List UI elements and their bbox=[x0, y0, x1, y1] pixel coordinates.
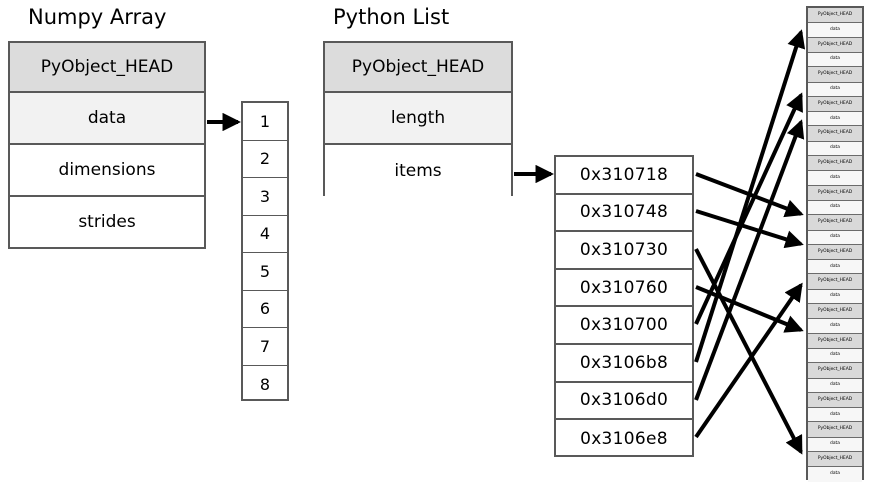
buffer-cell: 8 bbox=[259, 374, 271, 394]
pyobject-data-row: data bbox=[808, 82, 862, 97]
pointer-address-row: 0x3106e8 bbox=[580, 428, 668, 449]
buffer-cell: 2 bbox=[243, 141, 287, 178]
pyobject-data-row: data bbox=[808, 408, 862, 423]
pyobject-head-row: PyObject_HEAD bbox=[808, 155, 862, 172]
pylist-field-pyobject_head: PyObject_HEAD bbox=[325, 43, 511, 93]
pyobject-head-row: PyObject_HEAD bbox=[808, 303, 862, 320]
buffer-cell: 1 bbox=[243, 103, 287, 141]
pyobject-head-row: PyObject_HEAD bbox=[808, 274, 862, 290]
pyobject-head-row: PyObject_HEAD bbox=[808, 215, 862, 231]
pyobject-data-row: data bbox=[808, 23, 862, 38]
numpy-field-pyobject_head: PyObject_HEAD bbox=[10, 43, 204, 93]
numpy-field-dimensions: dimensions bbox=[10, 145, 204, 197]
pyobject-data-row: data bbox=[808, 437, 862, 452]
ptr-0-to-obj bbox=[695, 172, 804, 218]
ptr-2-to-obj bbox=[694, 248, 803, 455]
buffer-cell: 6 bbox=[243, 291, 287, 328]
pyobject-data-row: data bbox=[808, 348, 862, 364]
numpy-array-title: Numpy Array bbox=[28, 5, 167, 29]
pyobject-data-row: data bbox=[808, 171, 862, 186]
ptr-5-to-obj bbox=[694, 29, 806, 363]
ptr-6-to-obj bbox=[694, 119, 805, 401]
pylist-field-items: items bbox=[325, 145, 511, 196]
ptr-7-to-obj bbox=[694, 282, 803, 439]
pylist-field-length: length bbox=[325, 93, 511, 145]
buffer-cell: 3 bbox=[243, 178, 287, 216]
pyobject-data-row: data bbox=[808, 141, 862, 156]
pyobject-head-row: PyObject_HEAD bbox=[808, 363, 862, 379]
pyobject-data-row: data bbox=[808, 112, 862, 127]
numpy-field-data: data bbox=[10, 93, 204, 145]
numpy-field-strides: strides bbox=[10, 197, 204, 247]
pyobject-head-row: PyObject_HEAD bbox=[808, 185, 862, 201]
pyobject-head-row: PyObject_HEAD bbox=[808, 8, 862, 24]
pyobject-data-row: data bbox=[808, 200, 862, 216]
pointer-address-row: 0x310700 bbox=[556, 307, 692, 345]
pointer-address-row: 0x310730 bbox=[556, 232, 692, 270]
pyobject-head-row: PyObject_HEAD bbox=[808, 96, 862, 113]
pyobject-data-row: data bbox=[808, 319, 862, 334]
pyobject-head-row: PyObject_HEAD bbox=[808, 422, 862, 438]
pointer-address-row: 0x310718 bbox=[556, 157, 692, 195]
pyobject-head-row: PyObject_HEAD bbox=[808, 67, 862, 83]
pyobject-head-row: PyObject_HEAD bbox=[808, 126, 862, 142]
ptr-3-to-obj bbox=[695, 285, 804, 333]
buffer-cell: 7 bbox=[243, 328, 287, 366]
ptr-1-to-obj bbox=[695, 209, 804, 249]
pyobject-data-row: data bbox=[808, 230, 862, 245]
pyobject-data-row: data bbox=[808, 378, 862, 393]
pointer-address-row: 0x310748 bbox=[556, 195, 692, 233]
pyobject-head-row: PyObject_HEAD bbox=[808, 451, 862, 468]
pointer-address-row: 0x3106b8 bbox=[556, 345, 692, 383]
buffer-cell: 5 bbox=[243, 253, 287, 291]
ptr-4-to-obj bbox=[694, 92, 803, 325]
pyobject-data-row: data bbox=[808, 260, 862, 275]
pyobject-head-row: PyObject_HEAD bbox=[808, 333, 862, 349]
pointer-address-row: 0x310760 bbox=[556, 270, 692, 308]
python-list-title: Python List bbox=[333, 5, 450, 29]
pyobject-data-row: data bbox=[808, 289, 862, 304]
pyobject-data-row: data bbox=[808, 467, 862, 482]
buffer-cell: 4 bbox=[243, 216, 287, 253]
pyobject-head-row: PyObject_HEAD bbox=[808, 244, 862, 261]
pointer-address-row: 0x3106d0 bbox=[556, 383, 692, 421]
pyobject-head-row: PyObject_HEAD bbox=[808, 392, 862, 409]
pyobject-data-row: data bbox=[808, 52, 862, 68]
pyobject-head-row: PyObject_HEAD bbox=[808, 37, 862, 53]
